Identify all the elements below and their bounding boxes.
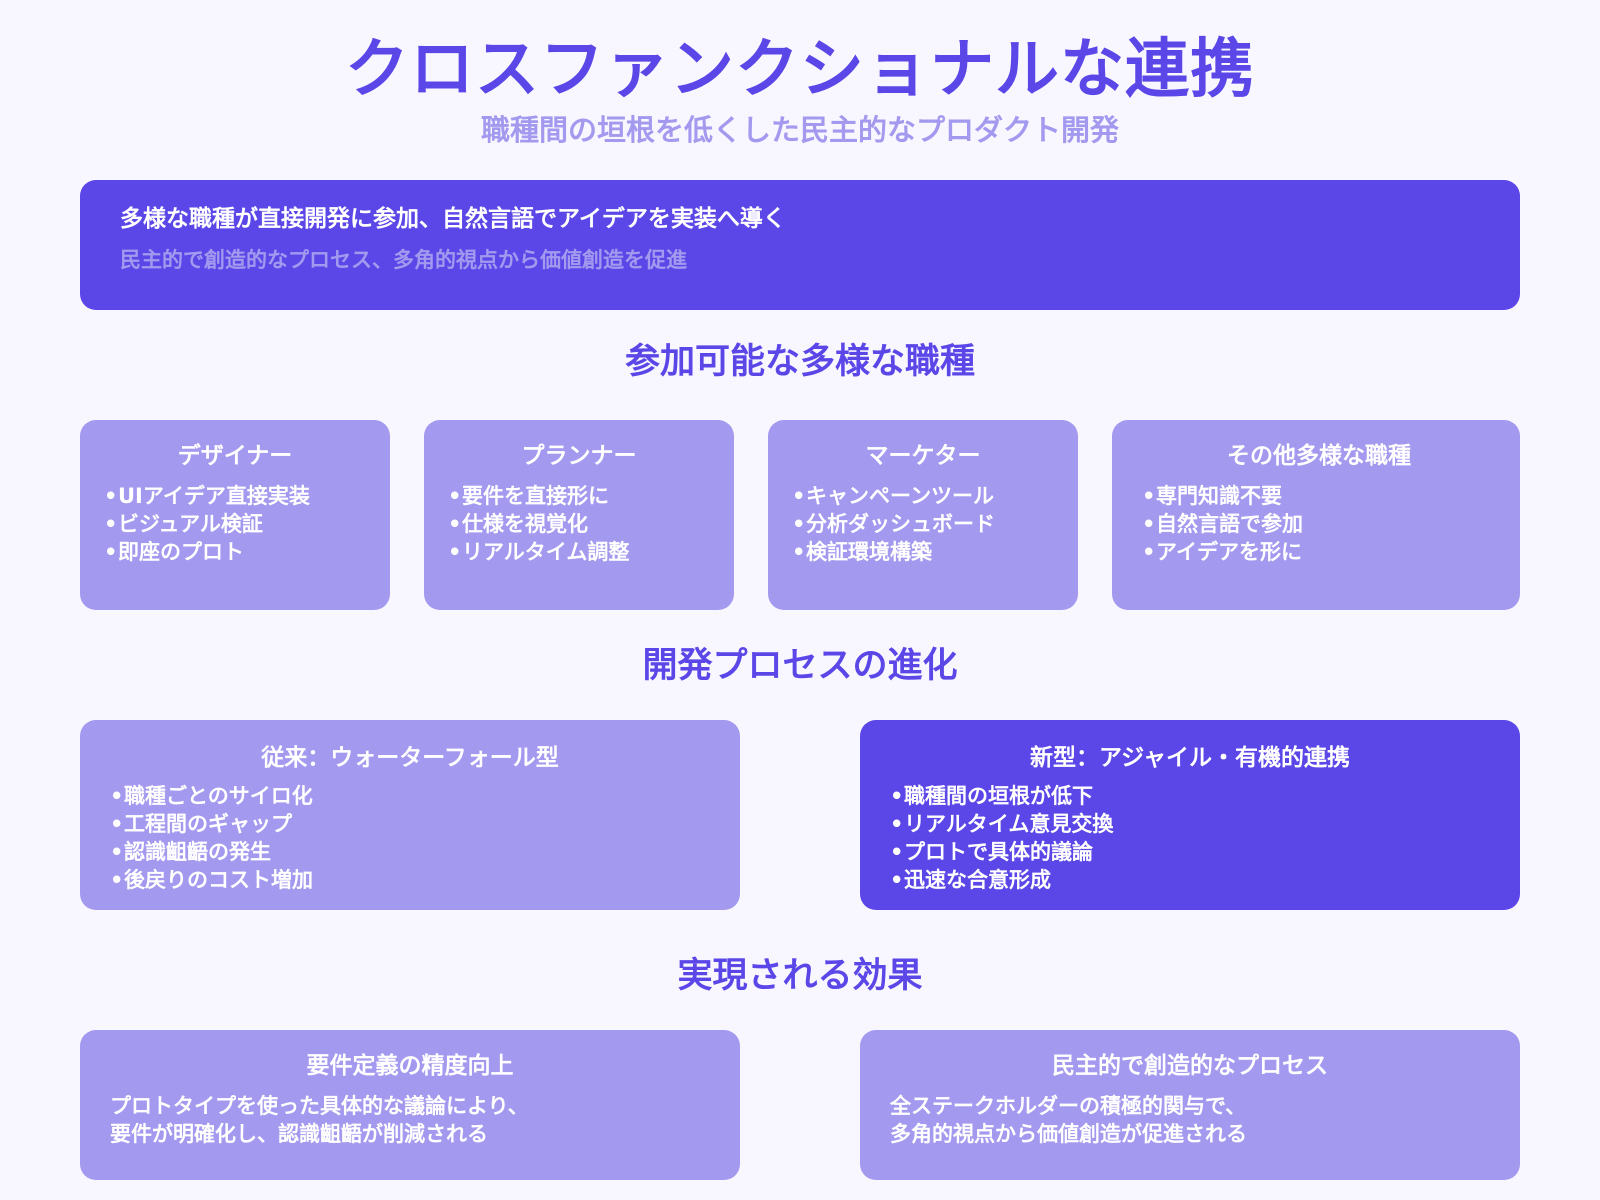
- list-item-text: 迅速な合意形成: [904, 868, 1051, 892]
- effect-card-line: 要件が明確化し、認識齟齬が削減される: [110, 1122, 488, 1146]
- list-item: •要件を直接形に: [448, 482, 710, 510]
- summary-banner: 多様な職種が直接開発に参加、自然言語でアイデアを実装へ導く 民主的で創造的なプロ…: [80, 180, 1520, 310]
- list-item-text: キャンペーンツール: [806, 484, 994, 508]
- bullet-icon: •: [448, 540, 462, 564]
- bullet-icon: •: [448, 512, 462, 536]
- process-card-title: 従来：ウォーターフォール型: [261, 745, 559, 771]
- bullet-icon: •: [890, 812, 904, 836]
- effect-card-title: 要件定義の精度向上: [306, 1053, 514, 1079]
- list-item-text: リアルタイム意見交換: [904, 812, 1114, 836]
- list-item-text: プロトで具体的議論: [904, 840, 1093, 864]
- effects-section-heading: 実現される効果: [677, 956, 923, 996]
- list-item-text: 工程間のギャップ: [124, 812, 292, 836]
- process-card-title: 新型：アジャイル・有機的連携: [1030, 745, 1350, 771]
- role-card-others: その他多様な職種 •専門知識不要 •自然言語で参加 •アイデアを形に: [1112, 420, 1520, 610]
- role-card-title: マーケター: [865, 443, 981, 469]
- bullet-icon: •: [792, 484, 806, 508]
- list-item-text: 専門知識不要: [1156, 484, 1282, 508]
- list-item-text: 即座のプロト: [118, 540, 244, 564]
- bullet-icon: •: [890, 784, 904, 808]
- process-card-agile: 新型：アジャイル・有機的連携 •職種間の垣根が低下 •リアルタイム意見交換 •プ…: [860, 720, 1520, 910]
- list-item: •UIアイデア直接実装: [104, 482, 366, 510]
- bullet-icon: •: [448, 484, 462, 508]
- list-item-text: 検証環境構築: [806, 540, 932, 564]
- bullet-icon: •: [1142, 512, 1156, 536]
- list-item-text: リアルタイム調整: [462, 540, 630, 564]
- list-item-text: 職種ごとのサイロ化: [124, 784, 313, 808]
- list-item: •リアルタイム意見交換: [890, 810, 1490, 838]
- list-item: •プロトで具体的議論: [890, 838, 1490, 866]
- list-item-text: 要件を直接形に: [462, 484, 609, 508]
- bullet-icon: •: [104, 540, 118, 564]
- list-item-text: 自然言語で参加: [1156, 512, 1303, 536]
- list-item-text: 分析ダッシュボード: [806, 512, 995, 536]
- effect-card-line: プロトタイプを使った具体的な議論により、: [110, 1094, 529, 1118]
- role-card-title: その他多様な職種: [1227, 443, 1411, 469]
- bullet-icon: •: [792, 512, 806, 536]
- list-item: •ビジュアル検証: [104, 510, 366, 538]
- bullet-icon: •: [110, 812, 124, 836]
- process-card-list: •職種ごとのサイロ化 •工程間のギャップ •認識齟齬の発生 •後戻りのコスト増加: [110, 782, 710, 894]
- effect-card-requirements: 要件定義の精度向上 プロトタイプを使った具体的な議論により、 要件が明確化し、認…: [80, 1030, 740, 1180]
- effect-card-line: 全ステークホルダーの積極的関与で、: [890, 1094, 1247, 1118]
- banner-main-text: 多様な職種が直接開発に参加、自然言語でアイデアを実装へ導く: [120, 206, 786, 232]
- list-item: •即座のプロト: [104, 538, 366, 566]
- bullet-icon: •: [110, 868, 124, 892]
- process-card-waterfall: 従来：ウォーターフォール型 •職種ごとのサイロ化 •工程間のギャップ •認識齟齬…: [80, 720, 740, 910]
- bullet-icon: •: [110, 840, 124, 864]
- list-item-text: 職種間の垣根が低下: [904, 784, 1093, 808]
- banner-sub-text: 民主的で創造的なプロセス、多角的視点から価値創造を促進: [120, 248, 687, 272]
- bullet-icon: •: [110, 784, 124, 808]
- effect-card-democratic: 民主的で創造的なプロセス 全ステークホルダーの積極的関与で、 多角的視点から価値…: [860, 1030, 1520, 1180]
- list-item: •工程間のギャップ: [110, 810, 710, 838]
- list-item-text: 仕様を視覚化: [462, 512, 588, 536]
- list-item: •アイデアを形に: [1142, 538, 1496, 566]
- page-subtitle: 職種間の垣根を低くした民主的なプロダクト開発: [480, 113, 1119, 147]
- list-item-text: 認識齟齬の発生: [124, 840, 271, 864]
- role-card-title: デザイナー: [177, 443, 293, 469]
- list-item: •職種間の垣根が低下: [890, 782, 1490, 810]
- list-item-text: ビジュアル検証: [118, 512, 263, 536]
- list-item-text: アイデアを形に: [1156, 540, 1302, 564]
- role-card-list: •専門知識不要 •自然言語で参加 •アイデアを形に: [1142, 482, 1496, 566]
- roles-section-heading: 参加可能な多様な職種: [624, 342, 975, 382]
- list-item: •職種ごとのサイロ化: [110, 782, 710, 810]
- role-card-title: プランナー: [521, 443, 637, 469]
- list-item: •キャンペーンツール: [792, 482, 1054, 510]
- effect-card-title: 民主的で創造的なプロセス: [1052, 1053, 1328, 1079]
- process-card-list: •職種間の垣根が低下 •リアルタイム意見交換 •プロトで具体的議論 •迅速な合意…: [890, 782, 1490, 894]
- list-item: •検証環境構築: [792, 538, 1054, 566]
- role-card-marketer: マーケター •キャンペーンツール •分析ダッシュボード •検証環境構築: [768, 420, 1078, 610]
- list-item: •仕様を視覚化: [448, 510, 710, 538]
- role-card-planner: プランナー •要件を直接形に •仕様を視覚化 •リアルタイム調整: [424, 420, 734, 610]
- process-section-heading: 開発プロセスの進化: [642, 646, 958, 686]
- list-item: •分析ダッシュボード: [792, 510, 1054, 538]
- list-item-text: UIアイデア直接実装: [118, 484, 310, 508]
- list-item: •専門知識不要: [1142, 482, 1496, 510]
- list-item: •迅速な合意形成: [890, 866, 1490, 894]
- bullet-icon: •: [104, 484, 118, 508]
- bullet-icon: •: [1142, 540, 1156, 564]
- list-item: •自然言語で参加: [1142, 510, 1496, 538]
- list-item: •後戻りのコスト増加: [110, 866, 710, 894]
- page-title: クロスファンクショナルな連携: [345, 33, 1255, 107]
- bullet-icon: •: [1142, 484, 1156, 508]
- bullet-icon: •: [104, 512, 118, 536]
- list-item-text: 後戻りのコスト増加: [124, 868, 313, 892]
- role-card-designer: デザイナー •UIアイデア直接実装 •ビジュアル検証 •即座のプロト: [80, 420, 390, 610]
- role-card-list: •UIアイデア直接実装 •ビジュアル検証 •即座のプロト: [104, 482, 366, 566]
- bullet-icon: •: [890, 840, 904, 864]
- bullet-icon: •: [890, 868, 904, 892]
- list-item: •リアルタイム調整: [448, 538, 710, 566]
- role-card-list: •キャンペーンツール •分析ダッシュボード •検証環境構築: [792, 482, 1054, 566]
- effect-card-line: 多角的視点から価値創造が促進される: [890, 1122, 1247, 1146]
- role-card-list: •要件を直接形に •仕様を視覚化 •リアルタイム調整: [448, 482, 710, 566]
- bullet-icon: •: [792, 540, 806, 564]
- list-item: •認識齟齬の発生: [110, 838, 710, 866]
